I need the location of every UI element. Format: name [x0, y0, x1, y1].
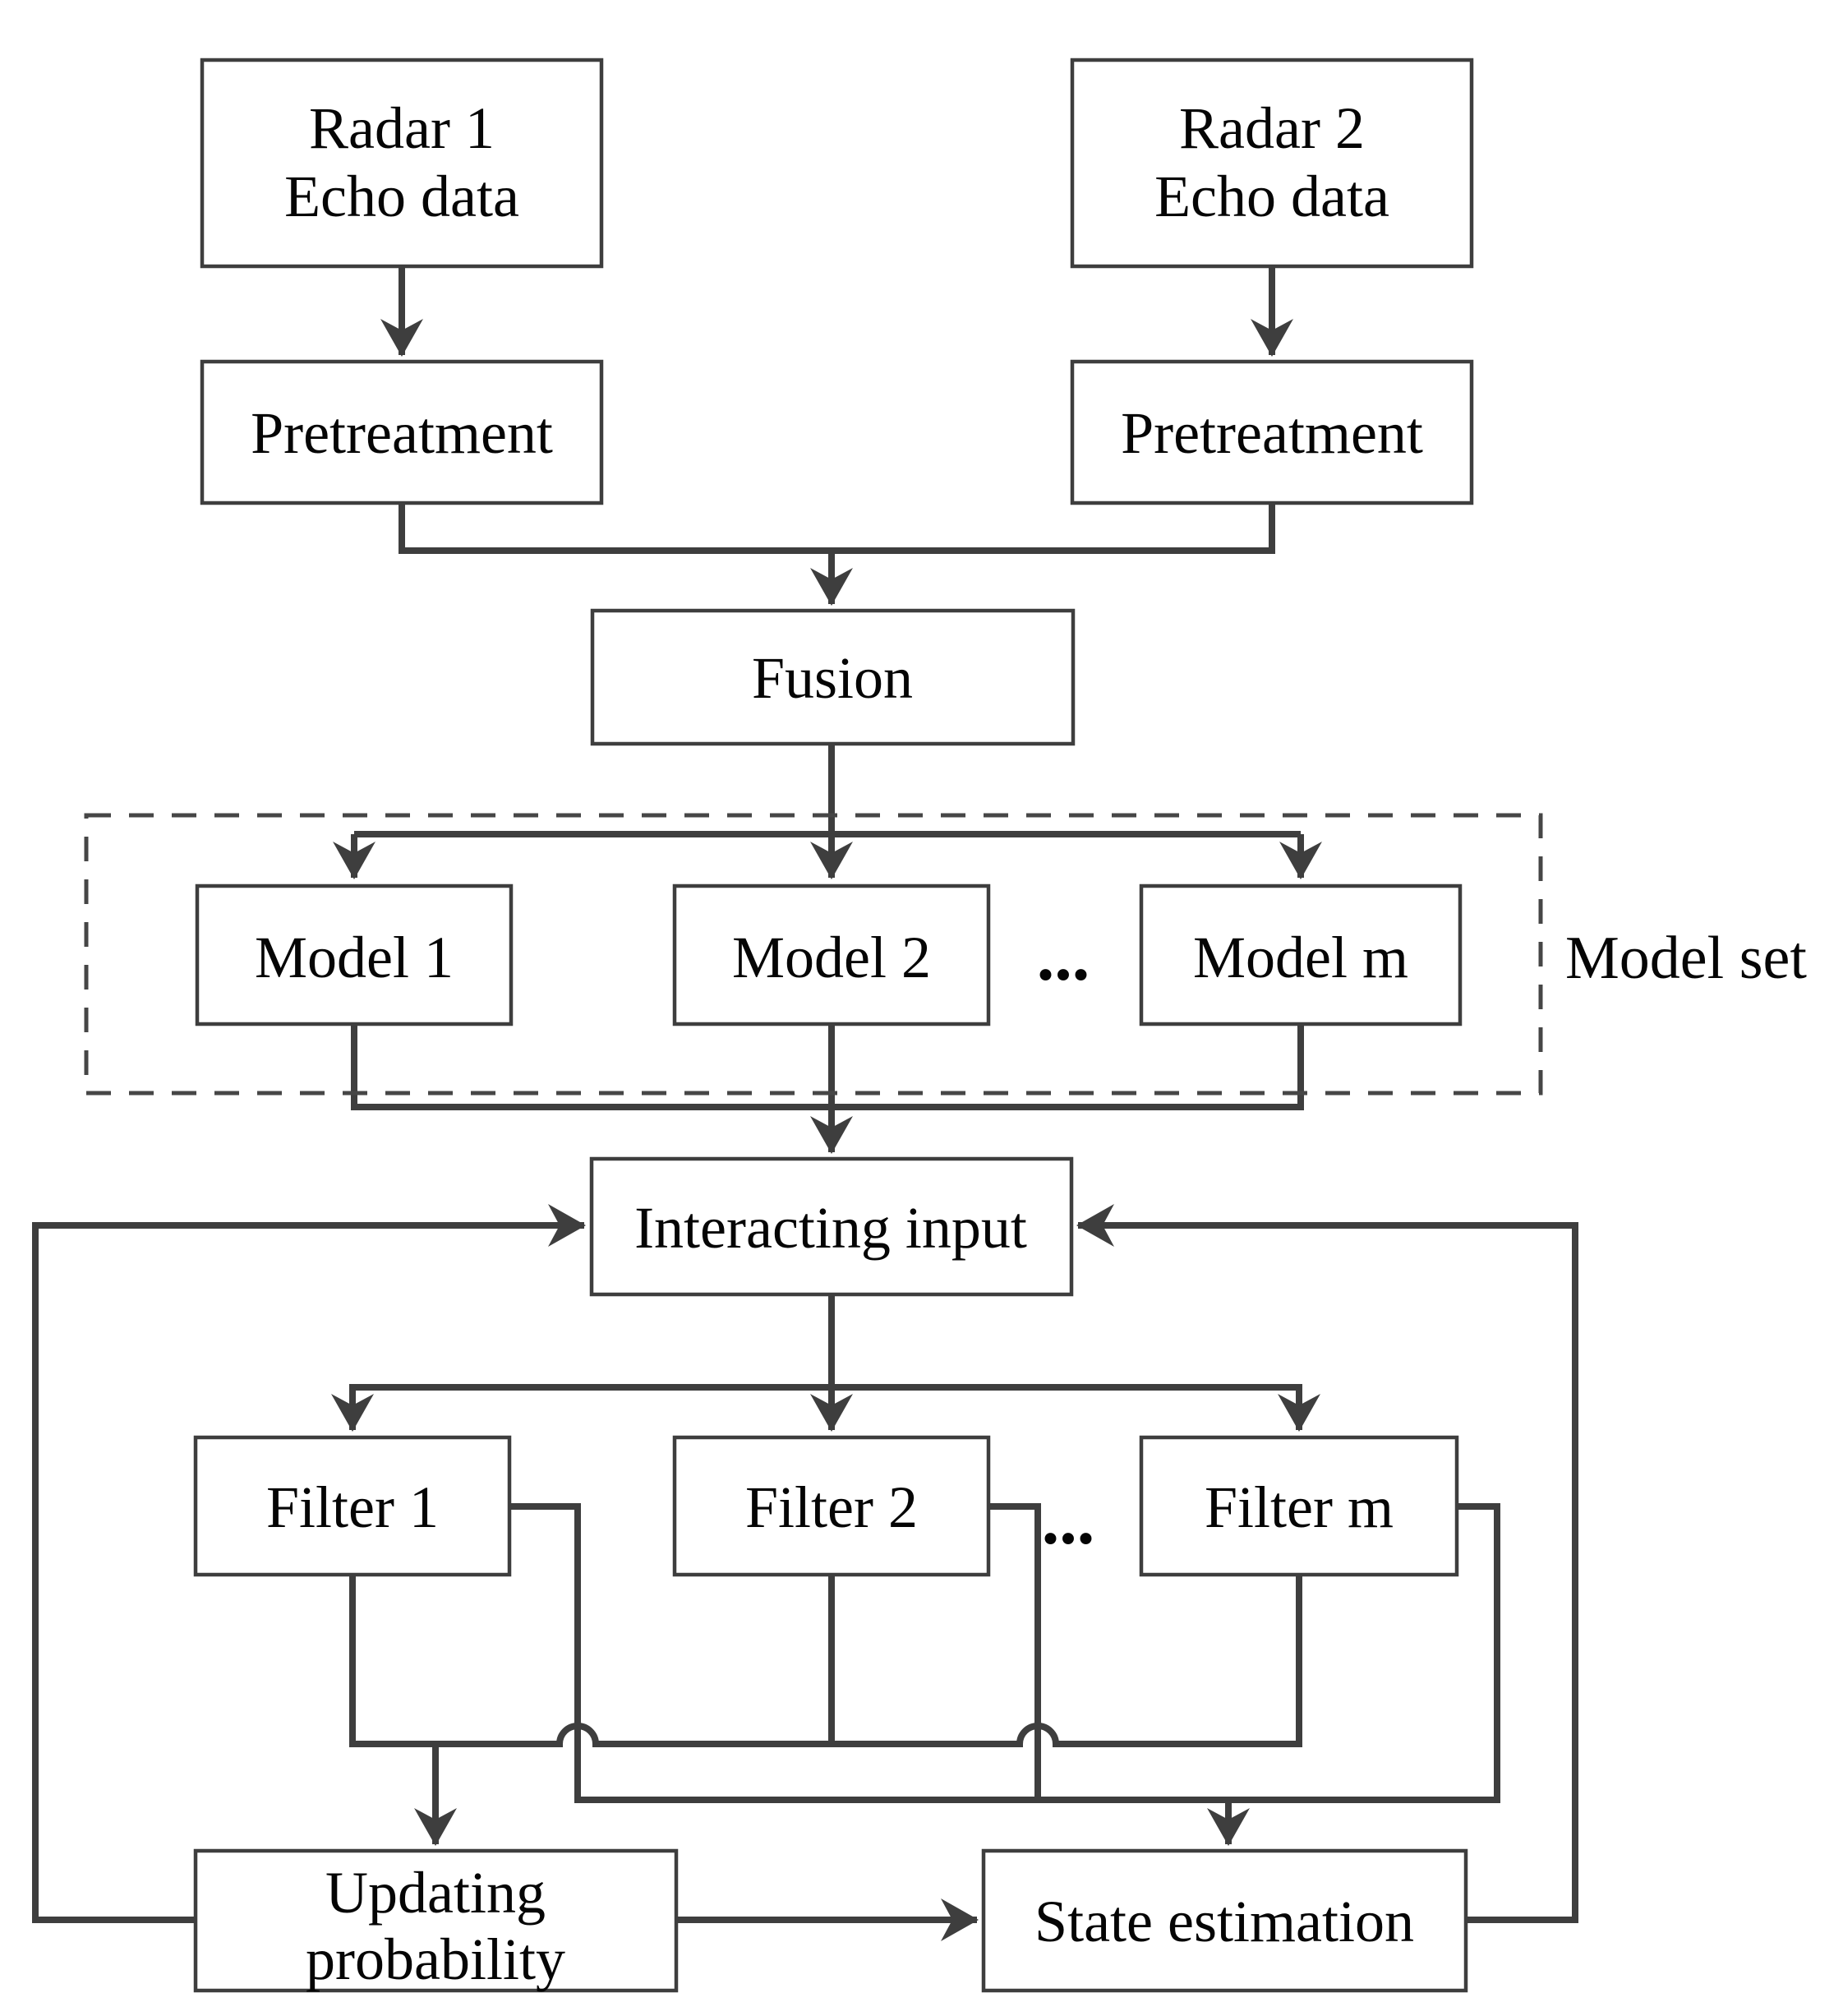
model1-box — [195, 883, 514, 1026]
model-set-label: Model set — [1565, 925, 1807, 992]
model-set-dashed-boundary — [84, 813, 1543, 1096]
pretreatment1-box — [200, 359, 604, 505]
pretreatment2-node: Pretreatment — [1070, 359, 1474, 505]
state-estimation-node: State estimation — [981, 1848, 1468, 1993]
fusion-node: Fusion — [590, 608, 1076, 746]
updating-probability-box — [193, 1848, 679, 1993]
pretreatment1-label: Pretreatment — [251, 400, 553, 466]
filterm-node: Filter m — [1139, 1435, 1459, 1577]
updating-probability-label-line2: probability — [306, 1926, 565, 1992]
filters-ellipsis: ... — [1042, 1480, 1095, 1559]
models-ellipsis: ... — [1037, 916, 1090, 995]
state-estimation-box — [981, 1848, 1468, 1993]
filterm-box — [1139, 1435, 1459, 1577]
modelm-label: Model m — [1193, 925, 1408, 990]
pretreatment1-node: Pretreatment — [200, 359, 604, 505]
interacting-input-node: Interacting input — [589, 1156, 1074, 1297]
probability-collector-bus — [349, 1723, 1302, 1747]
nodes-layer: Radar 1 Echo data Radar 2 Echo data Pret… — [193, 58, 1807, 1993]
filter1-label: Filter 1 — [266, 1474, 439, 1540]
fusion-label: Fusion — [752, 645, 913, 711]
modelm-box — [1139, 883, 1463, 1026]
radar2-label-line1: Radar 2 — [1179, 95, 1365, 161]
filter1-node: Filter 1 — [193, 1435, 512, 1577]
state-estimation-label: State estimation — [1034, 1889, 1414, 1954]
interacting-input-label: Interacting input — [634, 1195, 1027, 1261]
radar1-label-line2: Echo data — [284, 164, 519, 229]
updating-probability-node: Updating probability — [193, 1848, 679, 1993]
model2-box — [672, 883, 991, 1026]
model1-node: Model 1 — [195, 883, 514, 1026]
feedback-right-state-interacting — [1076, 1204, 1578, 1923]
radar2-node: Radar 2 Echo data — [1070, 58, 1474, 269]
interacting-input-box — [589, 1156, 1074, 1297]
filter2-label: Filter 2 — [745, 1474, 918, 1540]
filterm-label: Filter m — [1205, 1474, 1394, 1540]
filter1-box — [193, 1435, 512, 1577]
model2-node: Model 2 — [672, 883, 991, 1026]
pretreatment2-box — [1070, 359, 1474, 505]
radar1-box — [200, 58, 604, 269]
model2-label: Model 2 — [732, 925, 931, 990]
radar2-label-line2: Echo data — [1154, 164, 1389, 229]
radar2-box — [1070, 58, 1474, 269]
pretreatment2-label: Pretreatment — [1121, 400, 1423, 466]
updating-probability-label-line1: Updating — [325, 1860, 546, 1926]
radar1-label-line1: Radar 1 — [309, 95, 495, 161]
modelm-node: Model m — [1139, 883, 1463, 1026]
fusion-box — [590, 608, 1076, 746]
filter2-box — [672, 1435, 991, 1577]
filter2-node: Filter 2 — [672, 1435, 991, 1577]
connector-wires — [32, 266, 1578, 1941]
radar1-node: Radar 1 Echo data — [200, 58, 604, 269]
model1-label: Model 1 — [255, 925, 454, 990]
feedback-left-updating-interacting — [32, 1204, 586, 1923]
